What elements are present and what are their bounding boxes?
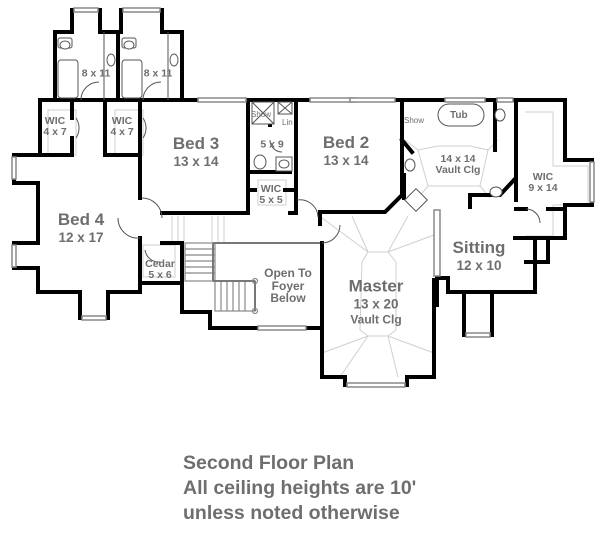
walls [12, 8, 594, 387]
tub-label: Tub [450, 110, 468, 121]
room-bath-left: 8 x 11 [81, 67, 111, 80]
linen-label: Lin [282, 118, 293, 127]
staircase [184, 242, 320, 315]
shower-label-mid: Show [251, 110, 271, 119]
caption-ceiling-note-2: unless noted otherwise [183, 502, 400, 524]
bath-fixtures [57, 32, 506, 213]
room-bath-right: 8 x 11 [143, 67, 173, 80]
caption-ceiling-note: All ceiling heights are 10' [183, 477, 417, 499]
caption-title: Second Floor Plan [183, 452, 355, 474]
plan-caption: Second Floor Plan All ceiling heights ar… [183, 451, 416, 526]
door-swings [75, 81, 541, 263]
vault-ceiling-lines [47, 109, 589, 378]
windows [11, 7, 595, 388]
shower-label-master: Show [404, 116, 424, 125]
room-bath-mid: 5 x 9 [260, 138, 284, 151]
